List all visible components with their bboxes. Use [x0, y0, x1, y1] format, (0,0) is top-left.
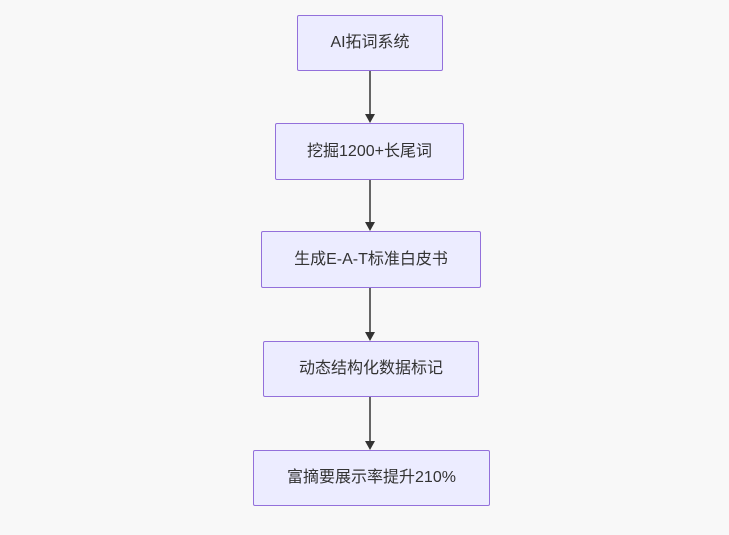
flowchart-node-longtail-mining: 挖掘1200+长尾词 — [275, 123, 464, 180]
arrow-line — [369, 397, 371, 441]
node-label: 挖掘1200+长尾词 — [307, 142, 432, 160]
flow-arrow-connector — [364, 397, 376, 450]
flow-arrow-connector — [364, 71, 376, 123]
arrowhead-down-icon — [365, 441, 375, 450]
flowchart-node-ai-keyword-system: AI拓词系统 — [297, 15, 443, 71]
node-label: 动态结构化数据标记 — [298, 360, 443, 378]
flow-arrow-connector — [364, 180, 376, 231]
node-label: AI拓词系统 — [330, 34, 410, 52]
node-label: 生成E-A-T标准白皮书 — [294, 250, 448, 268]
arrow-line — [369, 71, 371, 114]
arrow-line — [369, 180, 371, 222]
arrowhead-down-icon — [365, 332, 375, 341]
arrowhead-down-icon — [365, 114, 375, 123]
flow-arrow-connector — [364, 288, 376, 341]
arrowhead-down-icon — [365, 222, 375, 231]
node-label: 富摘要展示率提升210% — [287, 469, 456, 487]
flowchart-node-eat-whitepaper: 生成E-A-T标准白皮书 — [261, 231, 481, 288]
flowchart-node-rich-snippet-result: 富摘要展示率提升210% — [253, 450, 490, 506]
arrow-line — [369, 288, 371, 332]
flowchart-node-structured-data-markup: 动态结构化数据标记 — [263, 341, 479, 397]
